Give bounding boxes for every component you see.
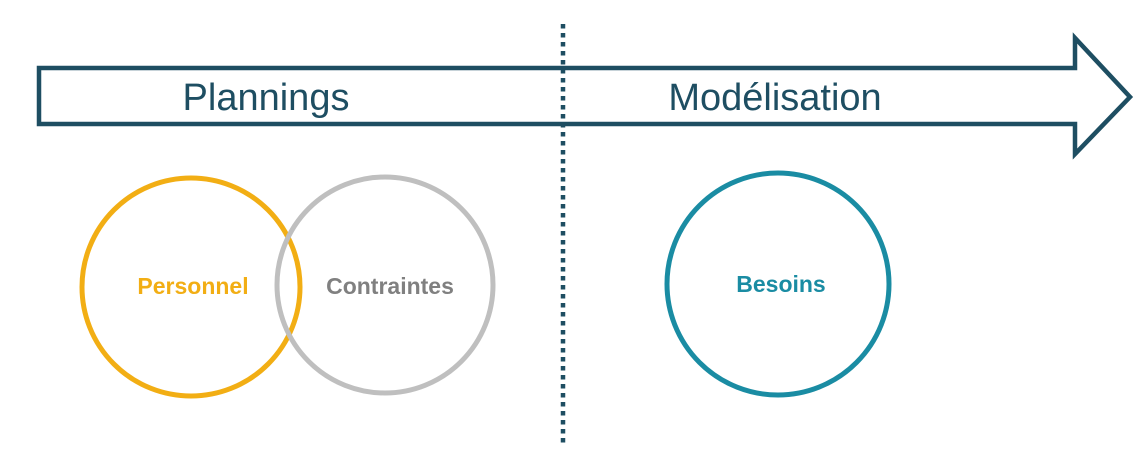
phase-label-plannings: Plannings bbox=[183, 77, 350, 119]
circle-contraintes bbox=[274, 174, 496, 396]
label-personnel: Personnel bbox=[137, 273, 248, 299]
circle-besoins bbox=[664, 170, 892, 398]
timeline-arrow bbox=[36, 32, 1134, 160]
label-besoins: Besoins bbox=[736, 271, 825, 297]
label-contraintes: Contraintes bbox=[326, 273, 454, 299]
circle-personnel bbox=[79, 175, 303, 399]
phase-label-modelisation: Modélisation bbox=[668, 77, 881, 119]
